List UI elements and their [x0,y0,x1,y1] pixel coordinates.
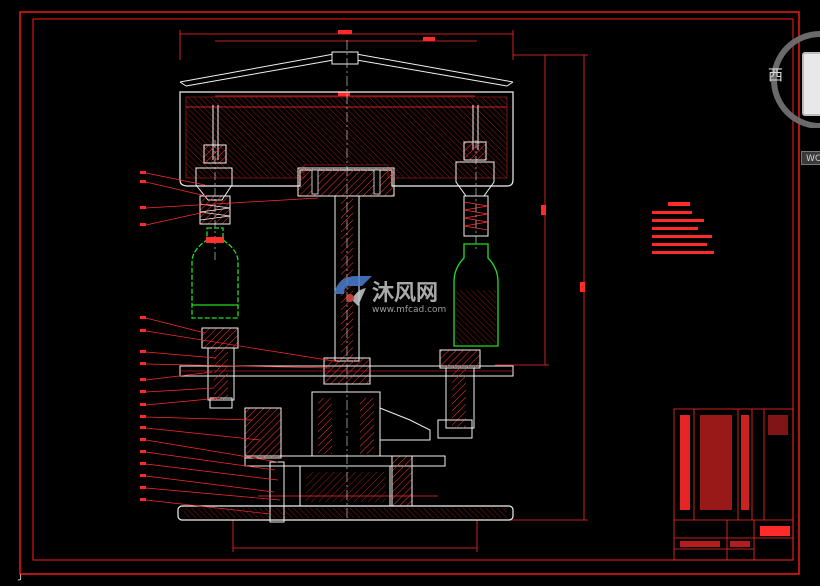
base-plate [177,505,514,521]
watermark-logo [334,276,372,306]
title-block [673,408,794,561]
right-bottle [453,243,499,347]
watermark-url: www.mfcad.com [372,305,446,315]
viewcube[interactable] [802,52,820,116]
title-block-entries [680,415,790,547]
overall-dimensions [179,30,588,552]
viewcube-widget[interactable]: 西 [768,18,820,128]
part-leader-lines [145,172,341,515]
left-filling-valve [195,105,233,260]
inner-drawing-frame [32,18,794,561]
right-lift-cylinder [437,349,481,439]
wcs-menu-button[interactable]: WC [801,151,820,165]
outer-drawing-frame [19,11,800,575]
left-bottle [191,227,239,319]
watermark-brand: 沐风网 [372,281,438,306]
compass-west-label[interactable]: 西 [768,66,784,84]
left-lift-cylinder [201,327,239,409]
left-bottle-neck-seal [206,237,224,243]
tank-roof [179,51,514,87]
ucs-icon: ╯ [18,576,24,586]
compass-ring[interactable] [771,31,820,128]
liquid-tank [179,91,514,187]
base-housing [244,391,446,523]
technical-notes [652,202,714,254]
right-filling-valve [455,105,495,250]
part-label-marks [140,171,146,501]
